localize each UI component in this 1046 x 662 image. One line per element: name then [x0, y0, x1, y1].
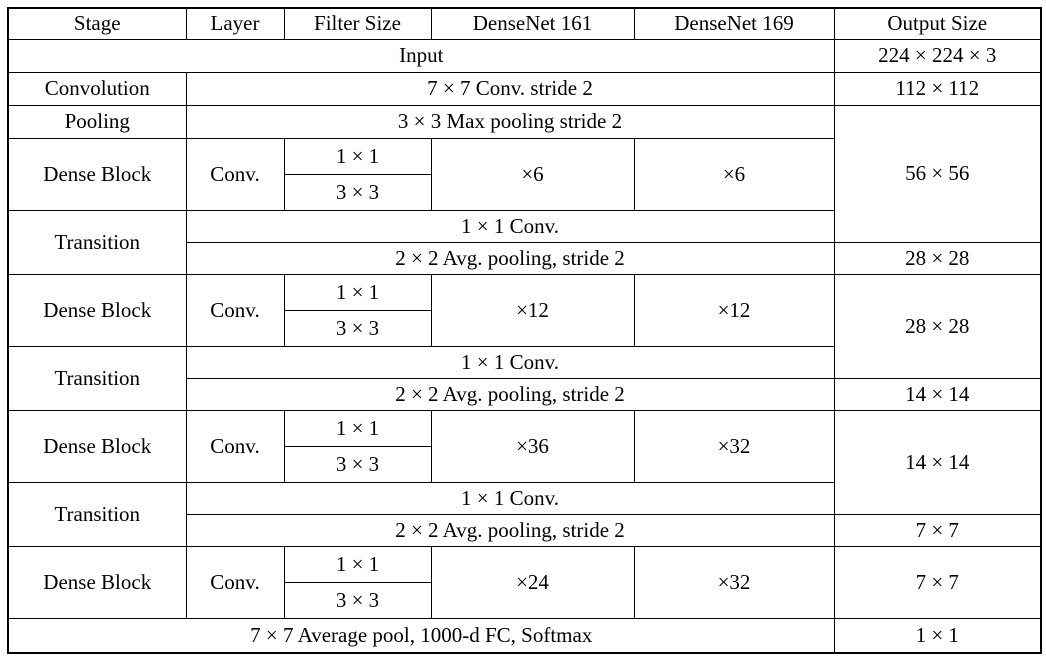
cell-filter-3x3-block4: 3 × 3 — [283, 581, 432, 619]
col-header-densenet-161: DenseNet 161 — [430, 7, 635, 40]
classifier-row: 7 × 7 Average pool, 1000-d FC, Softmax 1… — [7, 617, 1042, 654]
cell-output-56x56: 56 × 56 — [833, 104, 1042, 243]
cell-stage-convolution: Convolution — [7, 71, 187, 106]
col-header-filter-size: Filter Size — [283, 7, 432, 40]
cell-dn169-block4: ×32 — [633, 545, 835, 619]
cell-filter-1x1-block3: 1 × 1 — [283, 409, 432, 447]
header-row: Stage Layer Filter Size DenseNet 161 Den… — [7, 7, 1042, 40]
cell-output-14x14-b: 14 × 14 — [833, 409, 1042, 515]
cell-input-label: Input — [7, 38, 835, 73]
cell-dn161-block2: ×12 — [430, 273, 635, 347]
cell-input-output: 224 × 224 × 3 — [833, 38, 1042, 73]
cell-stage-transition-2: Transition — [7, 345, 187, 411]
cell-dn169-block2: ×12 — [633, 273, 835, 347]
cell-classifier-output: 1 × 1 — [833, 617, 1042, 654]
cell-filter-3x3-block1: 3 × 3 — [283, 173, 432, 211]
cell-output-7x7-a: 7 × 7 — [833, 513, 1042, 547]
cell-classifier-op: 7 × 7 Average pool, 1000-d FC, Softmax — [7, 617, 835, 654]
transition-3-row-b: 2 × 2 Avg. pooling, stride 2 7 × 7 — [8, 513, 1042, 547]
cell-layer-conv-2: Conv. — [185, 273, 285, 347]
cell-layer-conv-1: Conv. — [185, 137, 285, 211]
transition-3-row-a: Transition 1 × 1 Conv. — [7, 481, 1041, 547]
cell-filter-1x1-block4: 1 × 1 — [283, 545, 432, 583]
cell-filter-1x1-block1: 1 × 1 — [283, 137, 432, 175]
cell-stage-dense-block-2: Dense Block — [7, 273, 187, 347]
cell-transition-2-pool: 2 × 2 Avg. pooling, stride 2 — [185, 377, 835, 411]
cell-dn161-block1: ×6 — [430, 137, 635, 211]
cell-dn161-block3: ×36 — [430, 409, 635, 483]
cell-stage-transition-3: Transition — [7, 481, 187, 547]
transition-1-row-b: 2 × 2 Avg. pooling, stride 2 28 × 28 — [8, 241, 1042, 275]
cell-layer-conv-4: Conv. — [185, 545, 285, 619]
dense-block-3-row-a: Dense Block Conv. 1 × 1 ×36 ×32 14 × 14 — [7, 409, 1042, 515]
dense-block-4-row-a: Dense Block Conv. 1 × 1 ×24 ×32 7 × 7 — [7, 545, 1042, 619]
dense-block-2-row-a: Dense Block Conv. 1 × 1 ×12 ×12 28 × 28 — [7, 273, 1042, 379]
cell-convolution-output: 112 × 112 — [833, 71, 1042, 106]
cell-stage-pooling: Pooling — [7, 104, 187, 139]
cell-output-28x28-b: 28 × 28 — [833, 273, 1042, 379]
transition-2-row-a: Transition 1 × 1 Conv. — [7, 345, 1041, 411]
cell-dn169-block1: ×6 — [633, 137, 835, 211]
cell-transition-3-conv: 1 × 1 Conv. — [185, 481, 835, 515]
cell-transition-2-conv: 1 × 1 Conv. — [185, 345, 835, 379]
col-header-layer: Layer — [185, 7, 285, 40]
cell-output-14x14-a: 14 × 14 — [833, 377, 1042, 411]
cell-transition-3-pool: 2 × 2 Avg. pooling, stride 2 — [185, 513, 835, 547]
cell-stage-dense-block-1: Dense Block — [7, 137, 187, 211]
cell-transition-1-pool: 2 × 2 Avg. pooling, stride 2 — [185, 241, 835, 275]
cell-dn161-block4: ×24 — [430, 545, 635, 619]
convolution-row: Convolution 7 × 7 Conv. stride 2 112 × 1… — [7, 71, 1042, 106]
dense-block-2-row-b: 3 × 3 — [8, 309, 1041, 347]
dense-block-1-row-b: 3 × 3 — [8, 173, 1041, 211]
col-header-output-size: Output Size — [833, 7, 1042, 40]
cell-filter-3x3-block2: 3 × 3 — [283, 309, 432, 347]
dense-block-4-row-b: 3 × 3 — [8, 581, 1041, 619]
cell-transition-1-conv: 1 × 1 Conv. — [185, 209, 835, 243]
col-header-densenet-169: DenseNet 169 — [633, 7, 835, 40]
cell-layer-conv-3: Conv. — [185, 409, 285, 483]
cell-filter-3x3-block3: 3 × 3 — [283, 445, 432, 483]
input-row: Input 224 × 224 × 3 — [7, 38, 1042, 73]
cell-stage-dense-block-4: Dense Block — [7, 545, 187, 619]
cell-pooling-op: 3 × 3 Max pooling stride 2 — [185, 104, 835, 139]
cell-convolution-op: 7 × 7 Conv. stride 2 — [185, 71, 835, 106]
cell-stage-transition-1: Transition — [7, 209, 187, 275]
cell-filter-1x1-block2: 1 × 1 — [283, 273, 432, 311]
cell-output-7x7-b: 7 × 7 — [833, 545, 1042, 619]
pooling-row: Pooling 3 × 3 Max pooling stride 2 56 × … — [7, 104, 1042, 243]
densenet-architecture-table: Stage Layer Filter Size DenseNet 161 Den… — [7, 7, 1042, 654]
col-header-stage: Stage — [7, 7, 187, 40]
cell-stage-dense-block-3: Dense Block — [7, 409, 187, 483]
cell-dn169-block3: ×32 — [633, 409, 835, 483]
cell-output-28x28-a: 28 × 28 — [833, 241, 1042, 275]
